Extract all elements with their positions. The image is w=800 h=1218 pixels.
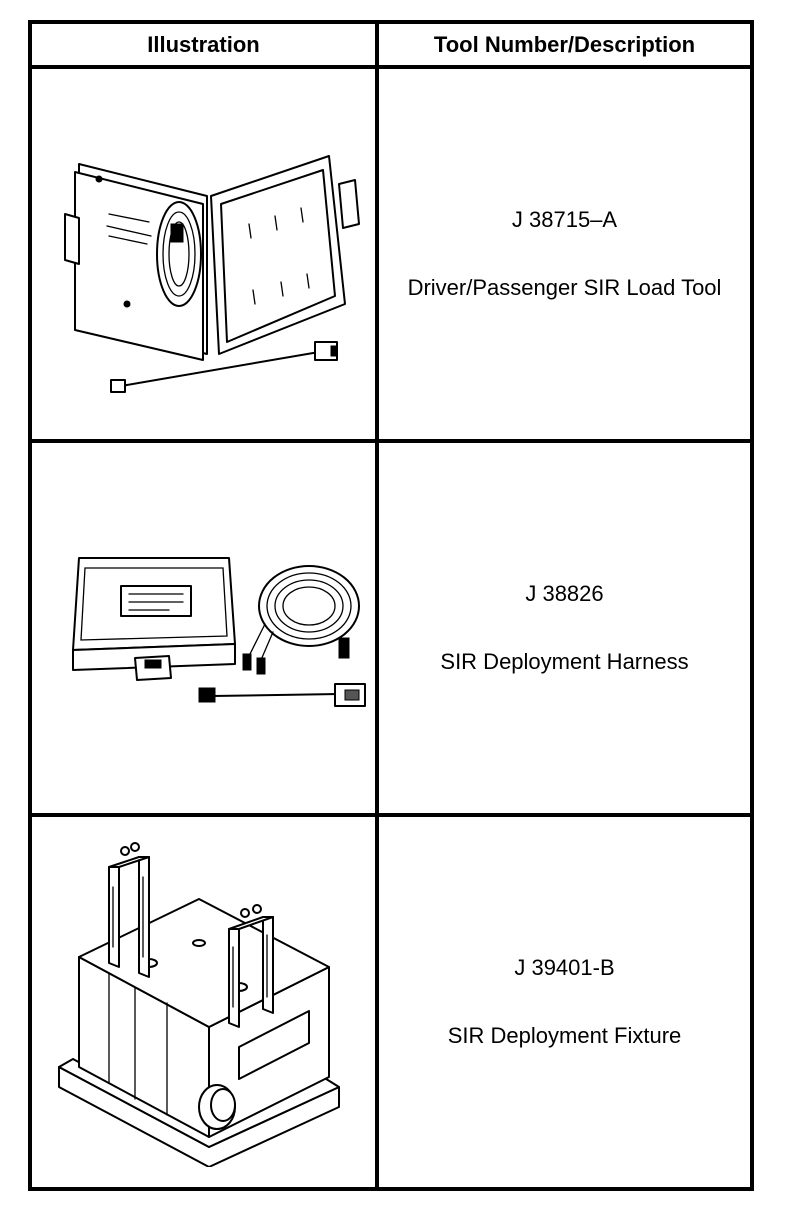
table-header-row: Illustration Tool Number/Description	[28, 20, 754, 69]
table-row: J 38715–A Driver/Passenger SIR Load Tool	[28, 65, 754, 443]
illustration-cell	[28, 439, 379, 817]
table-row: J 39401-B SIR Deployment Fixture	[28, 813, 754, 1191]
tool-table: Illustration Tool Number/Description	[28, 20, 754, 1191]
deployment-harness-illustration	[71, 557, 366, 707]
tool-number: J 38826	[525, 581, 604, 606]
illustration-cell	[28, 813, 379, 1191]
load-tool-case-illustration	[63, 155, 360, 393]
table-row: J 38826 SIR Deployment Harness	[28, 439, 754, 817]
tool-description-cell: J 38715–A Driver/Passenger SIR Load Tool	[375, 65, 754, 443]
tool-number: J 39401-B	[514, 955, 615, 980]
tool-description-cell: J 39401-B SIR Deployment Fixture	[375, 813, 754, 1191]
tool-description-cell: J 38826 SIR Deployment Harness	[375, 439, 754, 817]
tool-description: Driver/Passenger SIR Load Tool	[407, 275, 722, 300]
tool-description: SIR Deployment Fixture	[447, 1023, 682, 1048]
header-tool-number-description: Tool Number/Description	[375, 20, 754, 69]
deployment-fixture-illustration	[57, 842, 340, 1167]
tool-description: SIR Deployment Harness	[440, 649, 689, 674]
tool-number: J 38715–A	[511, 207, 618, 232]
illustration-cell	[28, 65, 379, 443]
header-illustration: Illustration	[28, 20, 379, 69]
